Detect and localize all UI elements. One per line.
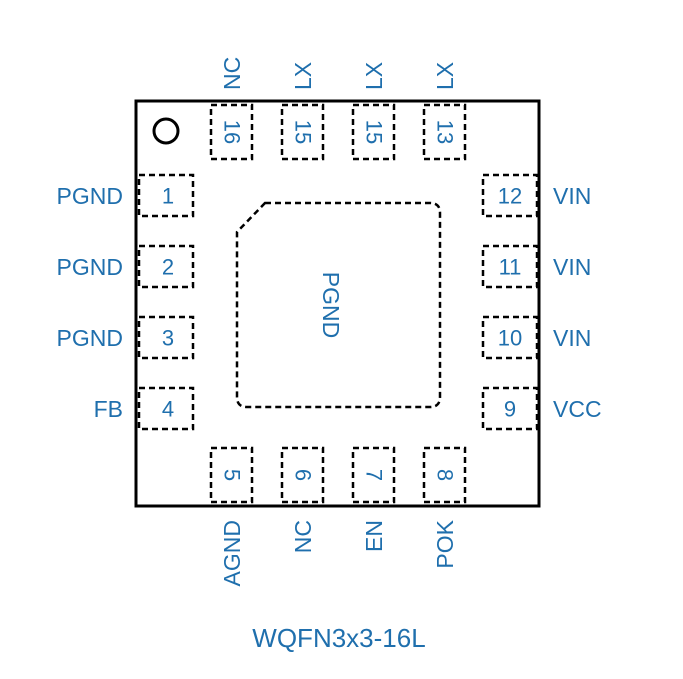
pin-label-14: LX — [361, 62, 387, 90]
pad-4: 4 — [137, 386, 195, 431]
pad-number: 5 — [220, 469, 245, 481]
pad-11: 11 — [481, 244, 539, 289]
pad-10: 10 — [481, 315, 539, 360]
pin-label-15: LX — [290, 62, 316, 90]
pad-number: 6 — [291, 469, 316, 481]
package-name: WQFN3x3-16L — [252, 623, 425, 653]
pad-15-b: 15 — [351, 103, 396, 161]
pad-number: 8 — [433, 469, 458, 481]
pad-13: 13 — [422, 103, 467, 161]
pad-6: 6 — [280, 446, 325, 504]
pad-number: 15 — [362, 120, 387, 144]
pad-9: 9 — [481, 386, 539, 431]
pin-label-6: NC — [290, 520, 316, 553]
pin-label-8: POK — [432, 519, 458, 568]
exposed-pad-label: PGND — [318, 272, 344, 338]
pin-label-9: VCC — [553, 396, 602, 422]
pad-12: 12 — [481, 173, 539, 218]
pad-number: 16 — [220, 120, 245, 144]
pad-number: 15 — [291, 120, 316, 144]
pad-15-a: 15 — [280, 103, 325, 161]
pad-number: 3 — [162, 326, 174, 351]
pad-7: 7 — [351, 446, 396, 504]
exposed-pad — [235, 201, 442, 409]
pin-label-1: PGND — [57, 183, 123, 209]
pin-label-10: VIN — [553, 325, 591, 351]
pin-label-7: EN — [361, 520, 387, 552]
pad-number: 12 — [498, 184, 522, 209]
pad-number: 10 — [498, 326, 522, 351]
pad-number: 11 — [499, 255, 522, 280]
pin-label-16: NC — [219, 57, 245, 90]
pad-2: 2 — [137, 244, 195, 289]
pin-label-2: PGND — [57, 254, 123, 280]
pad-8: 8 — [422, 446, 467, 504]
pad-number: 4 — [162, 397, 174, 422]
package-outline — [134, 99, 541, 508]
pad-16: 16 — [209, 103, 254, 161]
pin1-marker — [152, 117, 180, 145]
pin-label-4: FB — [94, 396, 123, 422]
pad-number: 1 — [162, 184, 174, 209]
pin-label-12: VIN — [553, 183, 591, 209]
pad-number: 9 — [504, 397, 516, 422]
pad-3: 3 — [137, 315, 195, 360]
pin-label-13: LX — [432, 62, 458, 90]
pad-1: 1 — [137, 173, 195, 218]
pin-label-3: PGND — [57, 325, 123, 351]
pad-5: 5 — [209, 446, 254, 504]
pad-number: 2 — [162, 255, 174, 280]
pin-label-5: AGND — [219, 520, 245, 586]
pin-label-11: VIN — [553, 254, 591, 280]
pad-number: 13 — [433, 120, 458, 144]
pad-number: 7 — [362, 469, 387, 481]
